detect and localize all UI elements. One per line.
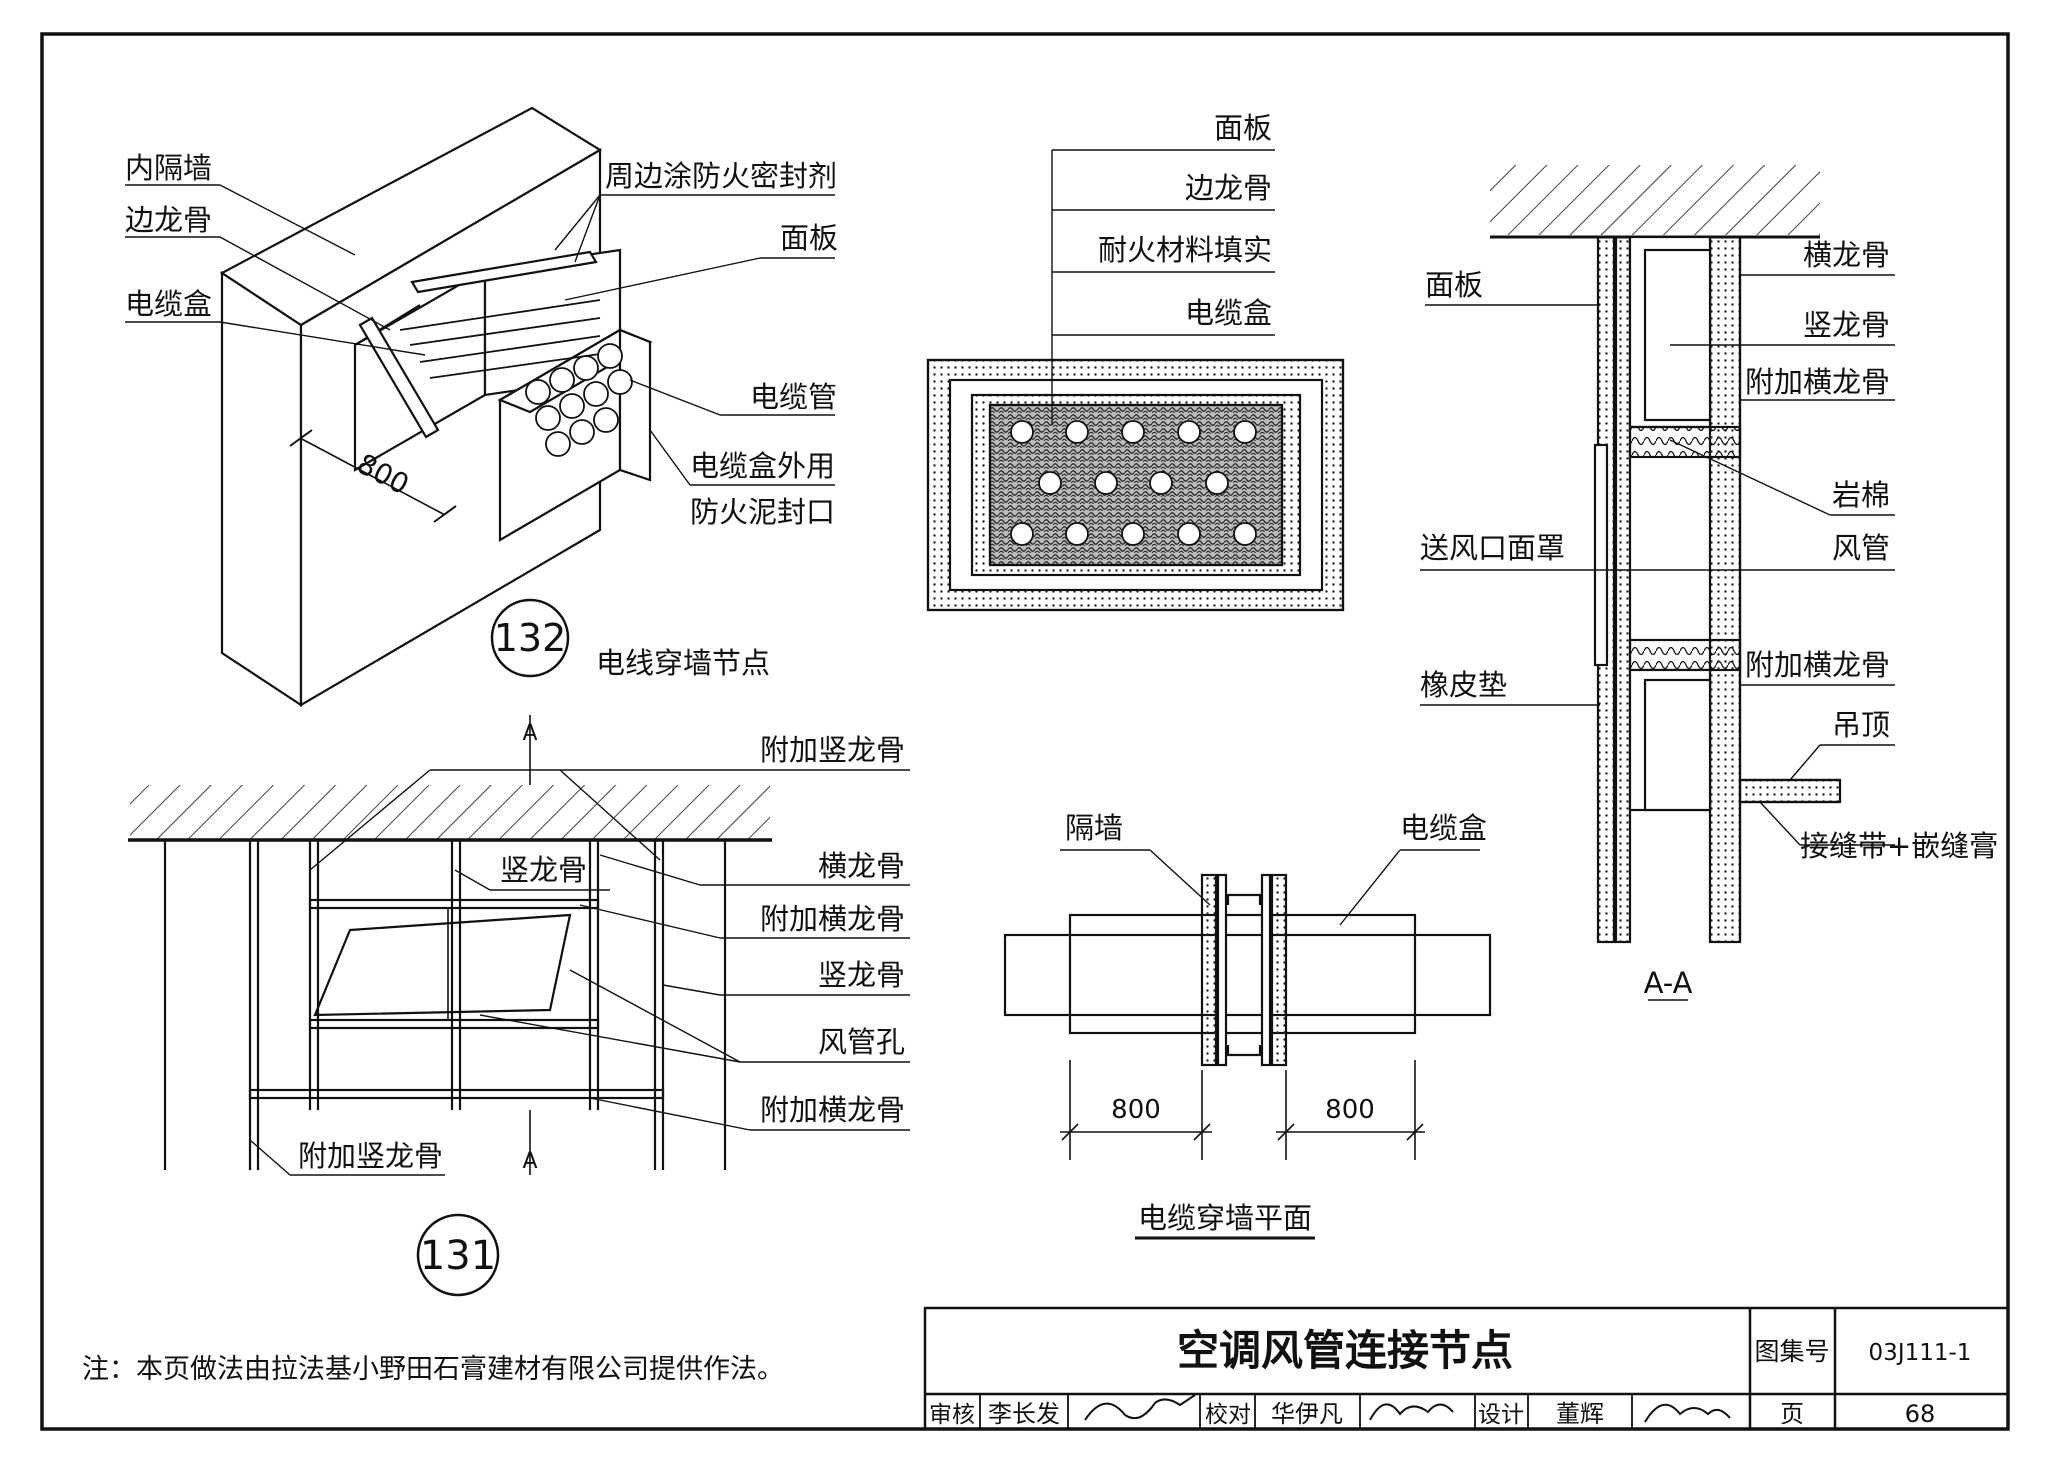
label-vertical-stud-aa: 竖龙骨 [1803, 308, 1890, 342]
cable-plan-labels: 隔墙 电缆盒 800 800 电缆穿墙平面 [1065, 811, 1487, 1235]
detail-132-number: 132 [494, 616, 567, 660]
design-label: 设计 [1478, 1402, 1524, 1428]
cable-holes [1010, 420, 1257, 546]
title-block [923, 1306, 2010, 1431]
label-box-outer-2: 防火泥封口 [690, 495, 835, 529]
label-edge-stud: 边龙骨 [125, 203, 212, 237]
label-vertical-stud-131: 竖龙骨 [818, 958, 905, 992]
label-vertical-stud-inner: 竖龙骨 [500, 853, 587, 887]
label-duct-hole: 风管孔 [818, 1025, 905, 1059]
cable-plan-drawing [1003, 849, 1492, 1240]
label-edge-stud-c: 边龙骨 [1185, 171, 1272, 205]
section-aa-drawing [1420, 165, 1895, 1001]
note-text: 注：本页做法由拉法基小野田石膏建材有限公司提供作法。 [82, 1354, 784, 1385]
atlas-number: 03J111-1 [1869, 1340, 1972, 1366]
detail-131-number: 131 [420, 1233, 496, 1279]
cable-box-section-drawing [926, 149, 1345, 612]
title-block-text: 空调风管连接节点 图集号 03J111-1 审核 李长发 校对 华伊凡 设计 董… [929, 1326, 1971, 1428]
label-rubber-pad: 橡皮垫 [1420, 668, 1507, 702]
label-panel-aa: 面板 [1425, 268, 1483, 302]
section-mark-bottom: A [522, 1149, 537, 1174]
signatures [1084, 1394, 1731, 1423]
label-box-outer-1: 电缆盒外用 [690, 449, 835, 483]
label-partition: 隔墙 [1065, 811, 1123, 845]
reviewer-name: 李长发 [988, 1400, 1060, 1428]
label-cable-box: 电缆盒 [125, 287, 212, 321]
checker-name: 华伊凡 [1271, 1400, 1343, 1428]
sheet-title: 空调风管连接节点 [1177, 1326, 1513, 1375]
label-extra-cross-stud-bottom: 附加横龙骨 [1745, 648, 1890, 682]
label-extra-cross-stud-131a: 附加横龙骨 [760, 902, 905, 936]
label-cross-stud-131: 横龙骨 [818, 849, 905, 883]
label-rock-wool: 岩棉 [1832, 478, 1890, 512]
review-label: 审核 [929, 1402, 975, 1428]
detail-132-circle [490, 598, 570, 678]
label-cable-box-plan: 电缆盒 [1400, 811, 1487, 845]
cable-box-section-labels: 面板 边龙骨 耐火材料填实 电缆盒 [1098, 111, 1272, 330]
section-aa-title: A-A [1644, 966, 1693, 1000]
label-perimeter-sealant: 周边涂防火密封剂 [605, 159, 837, 193]
section-mark-top: A [522, 721, 537, 746]
label-cable-tube: 电缆管 [750, 380, 837, 414]
detail-131-labels: A A 附加竖龙骨 竖龙骨 横龙骨 附加横龙骨 竖龙骨 风管孔 附加横龙骨 附加… [298, 721, 905, 1279]
dim-800-left: 800 [1111, 1095, 1161, 1125]
label-joint-tape: 接缝带+嵌缝膏 [1800, 829, 1998, 863]
dim-800-right: 800 [1325, 1095, 1375, 1125]
label-cable-box-c: 电缆盒 [1185, 296, 1272, 330]
label-extra-cross-stud-top: 附加横龙骨 [1745, 365, 1890, 399]
section-aa-labels: 横龙骨 面板 竖龙骨 附加横龙骨 岩棉 送风口面罩 风管 附加横龙骨 橡皮垫 吊… [1420, 238, 1998, 1000]
label-fire-fill: 耐火材料填实 [1098, 233, 1272, 267]
page-label: 页 [1780, 1400, 1804, 1428]
cable-plan-title: 电缆穿墙平面 [1138, 1201, 1312, 1235]
check-label: 校对 [1205, 1402, 1251, 1428]
label-cross-stud-aa: 横龙骨 [1803, 238, 1890, 272]
detail-132-title: 电线穿墙节点 [596, 646, 770, 680]
label-extra-vertical-stud-top: 附加竖龙骨 [760, 733, 905, 767]
detail-131-drawing [128, 715, 910, 1297]
label-inner-wall: 内隔墙 [125, 151, 212, 185]
detail-131-circle [416, 1213, 500, 1297]
label-extra-vertical-stud-bottom: 附加竖龙骨 [298, 1139, 443, 1173]
designer-name: 董辉 [1556, 1400, 1604, 1428]
label-panel: 面板 [780, 221, 838, 255]
label-panel-c: 面板 [1214, 111, 1272, 145]
label-extra-cross-stud-131b: 附加横龙骨 [760, 1093, 905, 1127]
page-number: 68 [1905, 1400, 1936, 1428]
detail-132-drawing [125, 106, 835, 708]
atlas-label: 图集号 [1754, 1337, 1829, 1366]
label-vent-cover: 送风口面罩 [1420, 531, 1565, 565]
label-duct: 风管 [1832, 531, 1890, 565]
label-ceiling: 吊顶 [1832, 708, 1890, 742]
detail-132-labels: 内隔墙 边龙骨 电缆盒 周边涂防火密封剂 面板 电缆管 电缆盒外用 防火泥封口 … [125, 151, 838, 680]
